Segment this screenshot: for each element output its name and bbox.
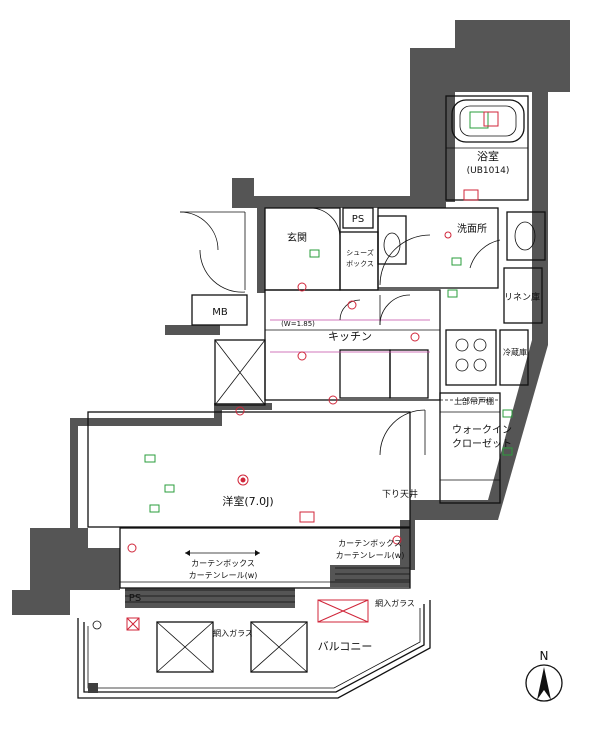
walls bbox=[12, 20, 570, 615]
southwest-block bbox=[12, 528, 120, 615]
label-western-room: 洋室(7.0J) bbox=[222, 494, 273, 508]
label-bath: 浴室 bbox=[477, 149, 499, 163]
label-shoes-box-1: シューズ bbox=[346, 248, 374, 257]
east-wall bbox=[410, 20, 570, 520]
electrical-symbols bbox=[127, 111, 513, 553]
label-balcony: バルコニー bbox=[318, 640, 373, 653]
label-lowered-ceiling: 下り天井 bbox=[382, 488, 418, 500]
label-refrigerator: 冷蔵庫 bbox=[503, 347, 527, 357]
entrance-wall bbox=[257, 208, 265, 293]
label-ps-top: PS bbox=[352, 214, 364, 225]
living-west-wall bbox=[70, 403, 272, 528]
label-bath-spec: (UB1014) bbox=[467, 166, 510, 176]
label-entrance: 玄関 bbox=[287, 231, 307, 244]
label-kitchen: キッチン bbox=[328, 330, 372, 343]
compass-north-label: N bbox=[540, 649, 549, 663]
label-walkin-2: クローゼット bbox=[452, 438, 512, 450]
mb-wall bbox=[165, 325, 220, 335]
label-curtain-right-1: カーテンボックス bbox=[338, 539, 402, 548]
north-arrow-icon bbox=[537, 667, 551, 700]
label-frosted-glass-right: 網入ガラス bbox=[375, 598, 415, 608]
label-washroom: 洗面所 bbox=[457, 223, 487, 235]
room-labels: 浴室 (UB1014) 玄関 シューズ ボックス PS 洗面所 リネン庫 MB … bbox=[129, 149, 540, 653]
label-mb: MB bbox=[212, 307, 228, 318]
compass: N bbox=[525, 649, 563, 702]
interior-lines bbox=[87, 95, 546, 603]
doors bbox=[339, 294, 411, 326]
label-ps-bottom: PS bbox=[129, 593, 141, 604]
label-upper-cabinet: 上部吊戸棚 bbox=[454, 396, 494, 406]
label-shoes-box-2: ボックス bbox=[346, 260, 374, 268]
label-walkin-1: ウォークイン bbox=[452, 424, 512, 436]
label-curtain-left-1: カーテンボックス bbox=[191, 559, 255, 568]
label-frosted-glass-left: 網入ガラス bbox=[213, 628, 253, 638]
label-linen-closet: リネン庫 bbox=[504, 291, 540, 303]
closet-wall bbox=[400, 520, 415, 570]
compass-circle bbox=[525, 664, 563, 702]
south-wall-left bbox=[125, 588, 295, 608]
label-curtain-right-2: カーテンレール(w) bbox=[336, 551, 405, 560]
label-kitchen-dim: (W=1.85) bbox=[281, 320, 315, 328]
glass-panel-left bbox=[156, 621, 214, 673]
glass-panel-right bbox=[250, 621, 308, 673]
south-wall-right bbox=[330, 565, 410, 587]
label-curtain-left-2: カーテンレール(w) bbox=[189, 571, 258, 580]
balcony bbox=[77, 599, 431, 699]
north-wall bbox=[232, 196, 446, 208]
